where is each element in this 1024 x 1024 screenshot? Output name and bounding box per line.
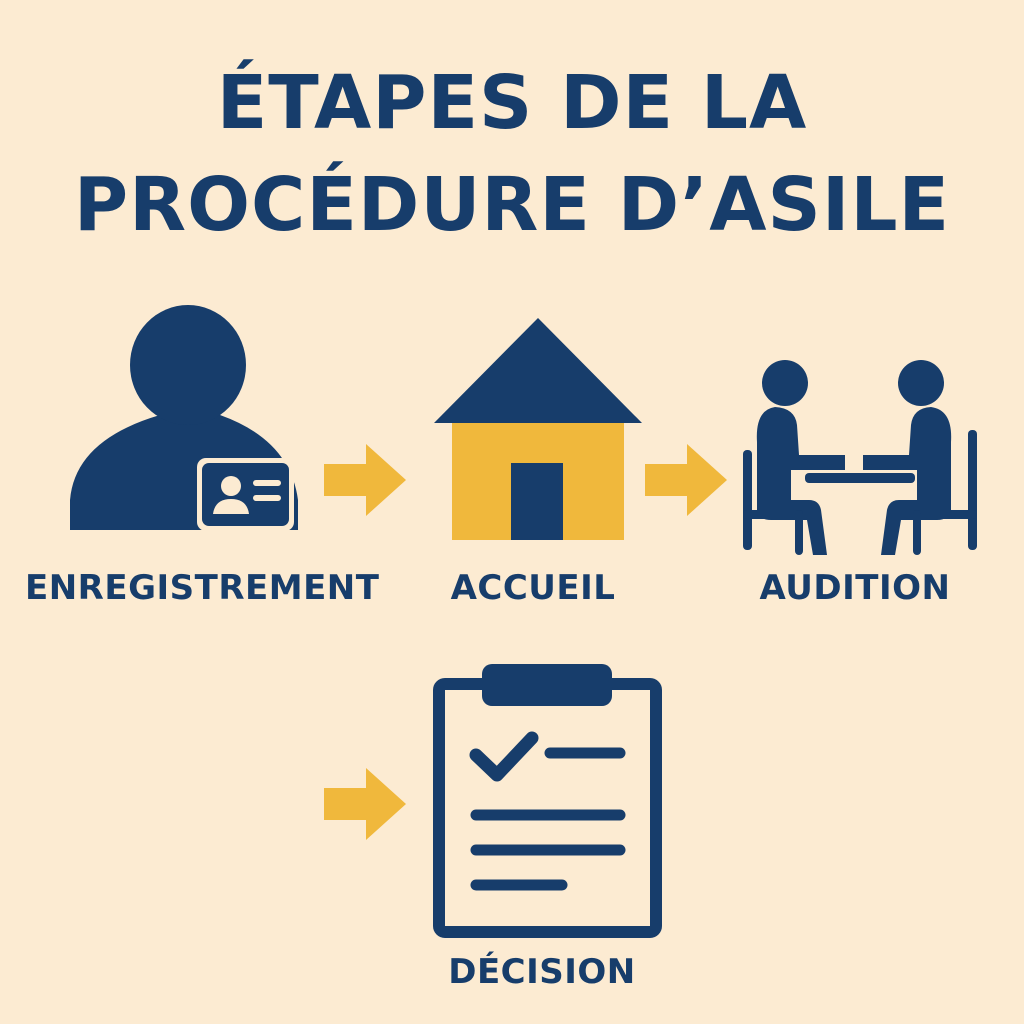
arrow-right-icon <box>324 444 406 516</box>
title-line-1: ÉTAPES DE LA <box>216 60 808 146</box>
step-label-decision: DÉCISION <box>448 952 636 992</box>
step-label-audition: AUDITION <box>759 568 951 608</box>
page-title: ÉTAPES DE LA PROCÉDURE D’ASILE <box>0 52 1024 256</box>
arrow-right-icon <box>645 444 727 516</box>
person-id-card-icon <box>70 305 298 531</box>
step-label-accueil: ACCUEIL <box>450 568 616 608</box>
clipboard-checklist-icon <box>433 664 662 938</box>
interview-icon <box>743 360 977 555</box>
title-line-2: PROCÉDURE D’ASILE <box>73 162 951 248</box>
step-label-enregistrement: ENREGISTREMENT <box>25 568 380 608</box>
arrow-right-icon <box>324 768 406 840</box>
house-icon <box>434 318 642 540</box>
